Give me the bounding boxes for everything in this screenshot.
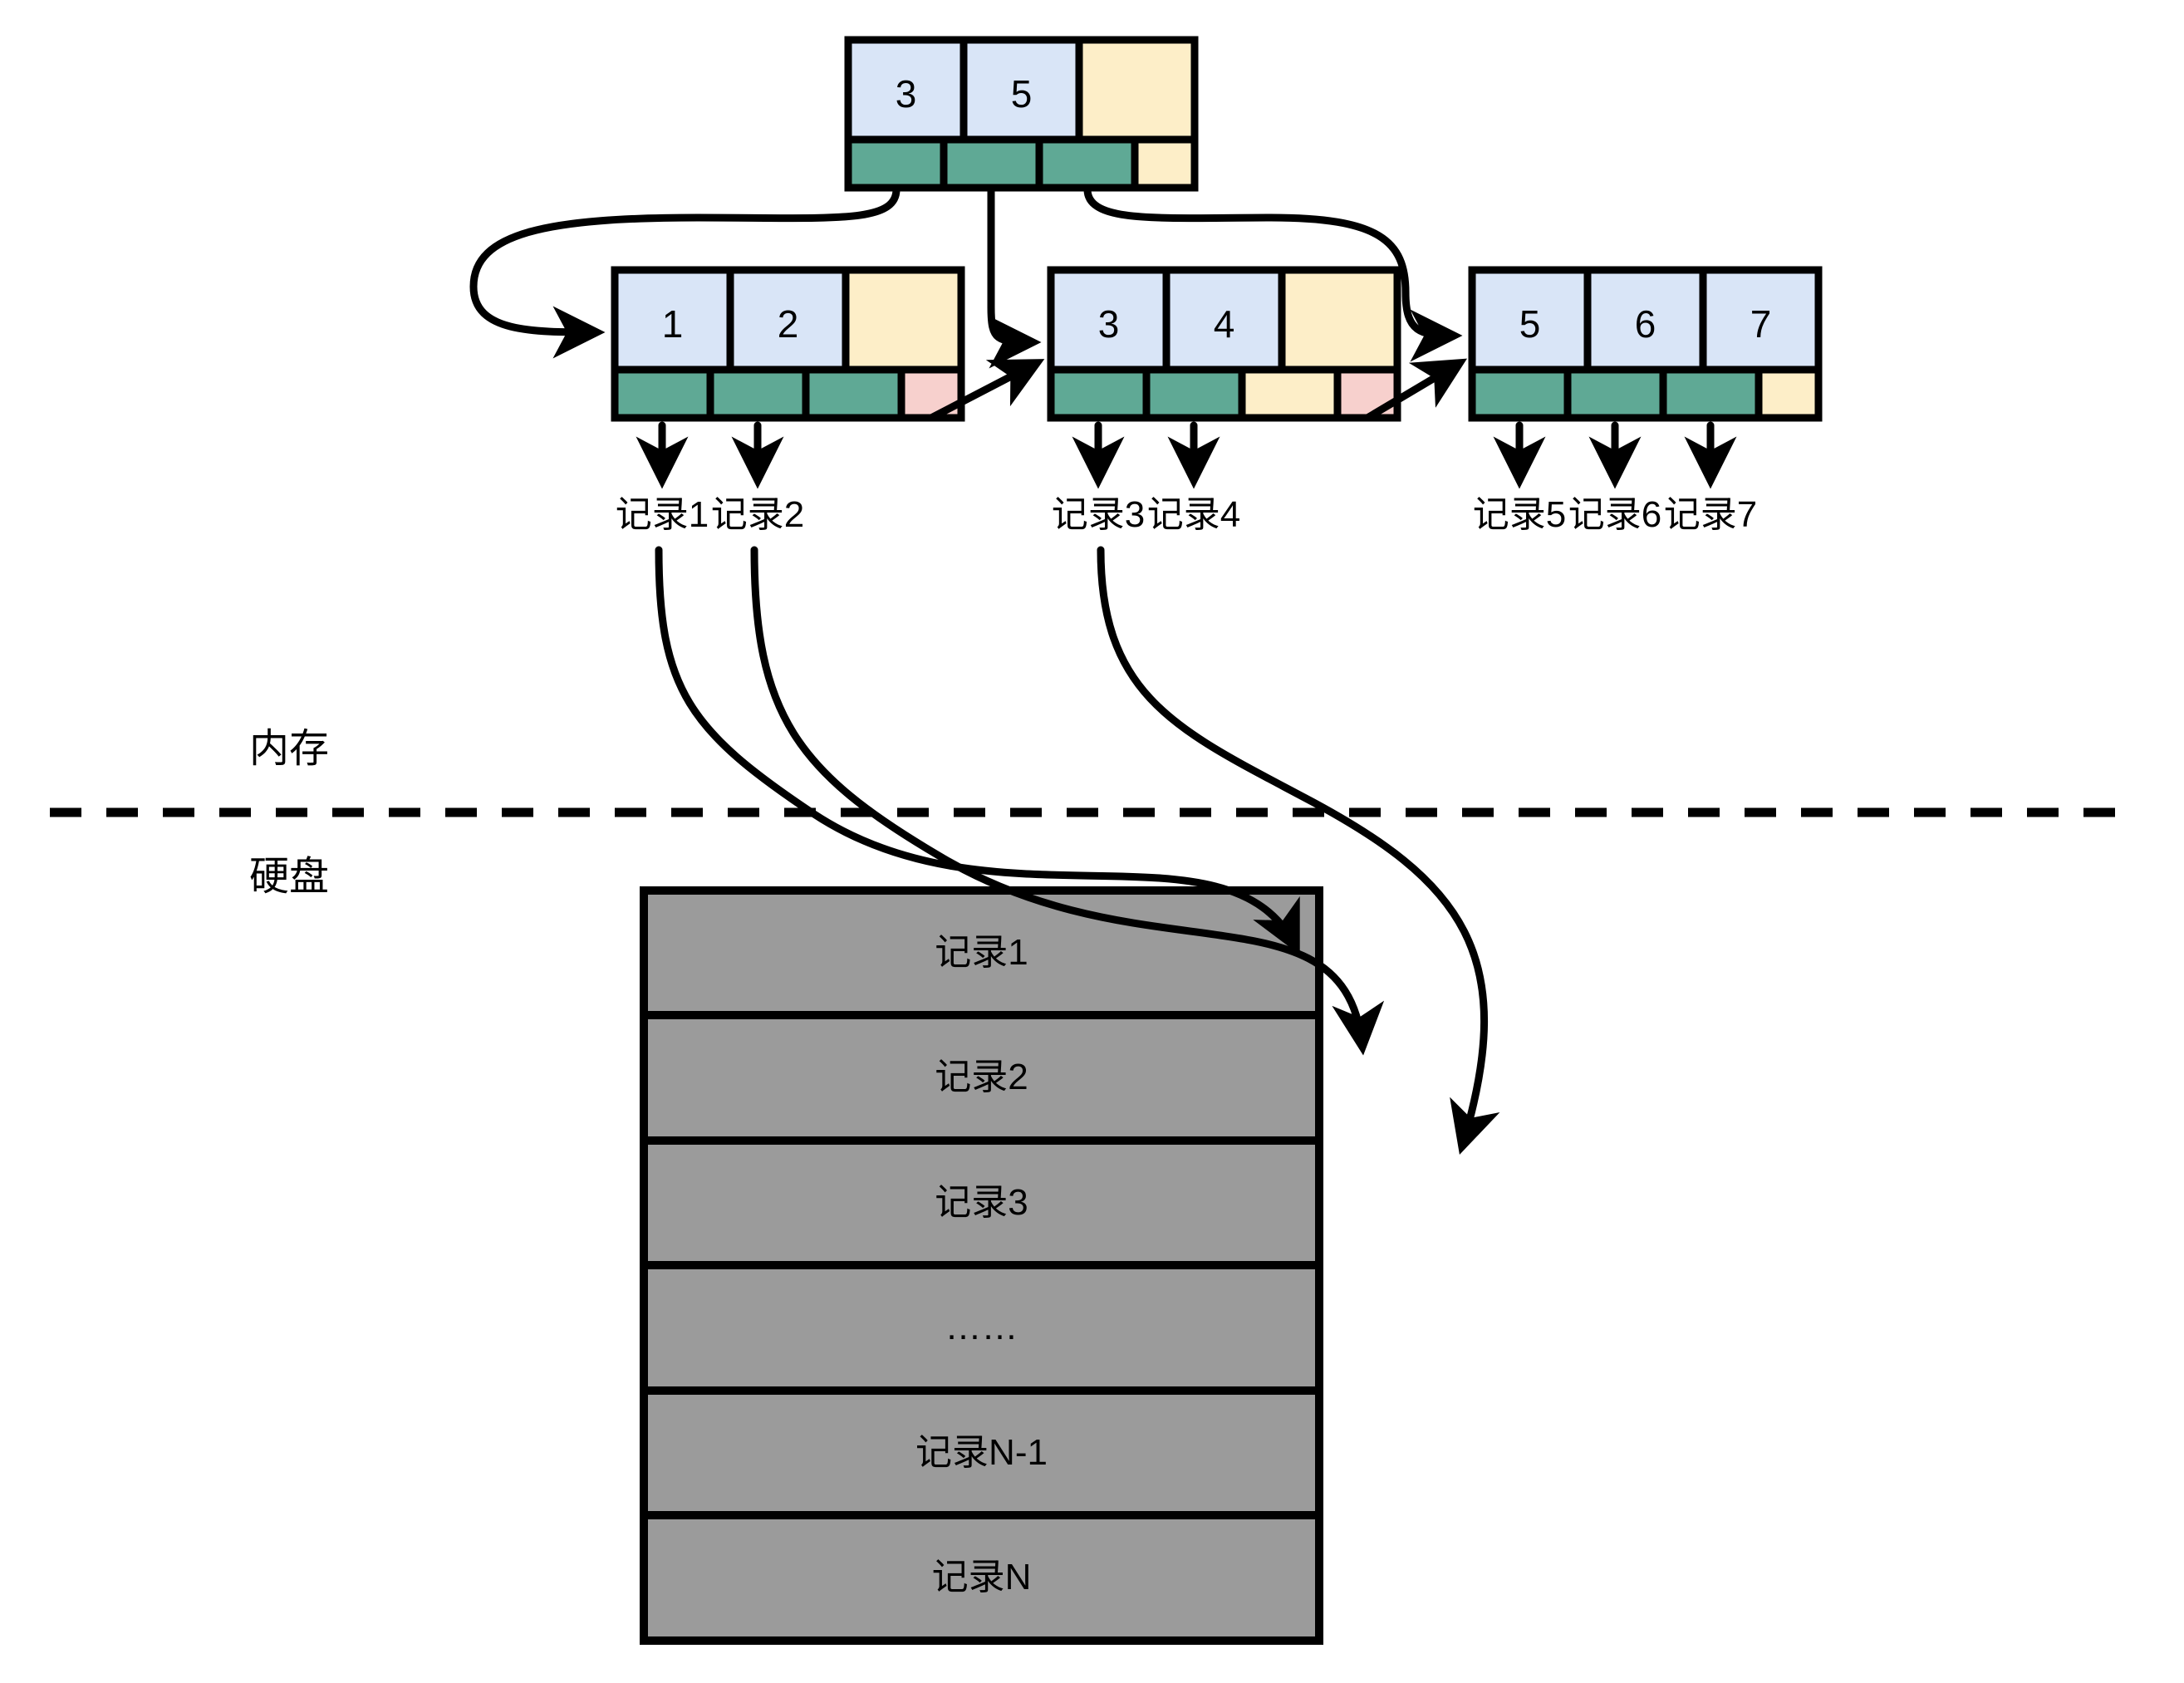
leaf1-key-cell-0 [611, 266, 734, 374]
leaf2-pointer-1 [1142, 366, 1246, 422]
edge-root-to-leaf2 [987, 185, 1042, 369]
edge-root-to-leaf3 [1083, 185, 1463, 362]
leaf3-pointer-3-empty [1755, 366, 1823, 422]
leaf3-pointer-1 [1563, 366, 1667, 422]
root-key-label-1: 5 [1010, 72, 1033, 115]
record-label-7: 记录7 [1663, 494, 1758, 535]
leaf3-pointer-0 [1468, 366, 1572, 422]
record-label-2: 记录2 [710, 494, 805, 535]
leaf-node-1 [611, 266, 965, 422]
leaf3-key-label-2: 7 [1750, 302, 1772, 346]
edge-root-to-leaf1 [469, 185, 901, 359]
record-label-3: 记录3 [1051, 494, 1146, 535]
root-pointer-1 [940, 135, 1043, 192]
leaf-node-3 [1468, 266, 1823, 422]
leaf2-key-label-0: 3 [1097, 302, 1120, 346]
leaf2-key-cell-1 [1162, 266, 1286, 374]
leaf1-pointer-0 [611, 366, 714, 422]
memory-tier-label: 内存 [249, 727, 330, 771]
record-label-5: 记录5 [1472, 494, 1567, 535]
root-pointer-0 [844, 135, 948, 192]
leaf1-pointer-2 [802, 366, 906, 422]
leaf3-key-cell-1 [1583, 266, 1707, 374]
edge-leaf1-to-leaf2 [927, 359, 1045, 422]
disk-row-label-2: 记录2 [935, 1057, 1028, 1097]
leaf2-pointer-0 [1047, 366, 1151, 422]
edge-leaf2-to-leaf3 [1363, 358, 1468, 422]
disk-row-label-1: 记录1 [935, 932, 1028, 973]
curve-record3-to-disk-row3 [1097, 546, 1500, 1156]
leaf2-pointer-2-empty [1238, 366, 1342, 422]
leaf2-key-cell-2-empty [1278, 266, 1401, 374]
curve-record1-to-disk-row1 [655, 546, 1300, 955]
disk-row-label-n: 记录N [931, 1557, 1032, 1597]
leaf1-pointer-1 [706, 366, 810, 422]
leaf3-pointer-2 [1659, 366, 1763, 422]
leaf2-next-leaf-pointer [1333, 366, 1401, 422]
root-key-cell-2-empty [1075, 36, 1199, 144]
disk-record-table [640, 886, 1323, 1645]
disk-row-label-3: 记录3 [935, 1182, 1028, 1223]
leaf1-key-label-1: 2 [777, 302, 799, 346]
disk-tier-label: 硬盘 [249, 855, 330, 899]
disk-row-label-ellipsis: …… [945, 1307, 1018, 1347]
root-key-label-0: 3 [895, 72, 917, 115]
leaf1-key-cell-2-empty [842, 266, 965, 374]
leaf1-key-label-0: 1 [661, 302, 684, 346]
disk-row-label-n-minus-1: 记录N-1 [915, 1432, 1048, 1473]
leaf-node-2 [1047, 266, 1401, 422]
leaf3-key-label-1: 6 [1634, 302, 1656, 346]
curve-record2-to-disk-row2 [750, 546, 1385, 1056]
record-label-4: 记录4 [1146, 494, 1241, 535]
leaf3-key-label-0: 5 [1519, 302, 1541, 346]
record-label-1: 记录1 [615, 494, 709, 535]
root-pointer-3-empty [1131, 135, 1199, 192]
record-label-6: 记录6 [1568, 494, 1662, 535]
root-pointer-2 [1035, 135, 1139, 192]
root-node [844, 36, 1199, 192]
leaf2-key-label-1: 4 [1213, 302, 1235, 346]
